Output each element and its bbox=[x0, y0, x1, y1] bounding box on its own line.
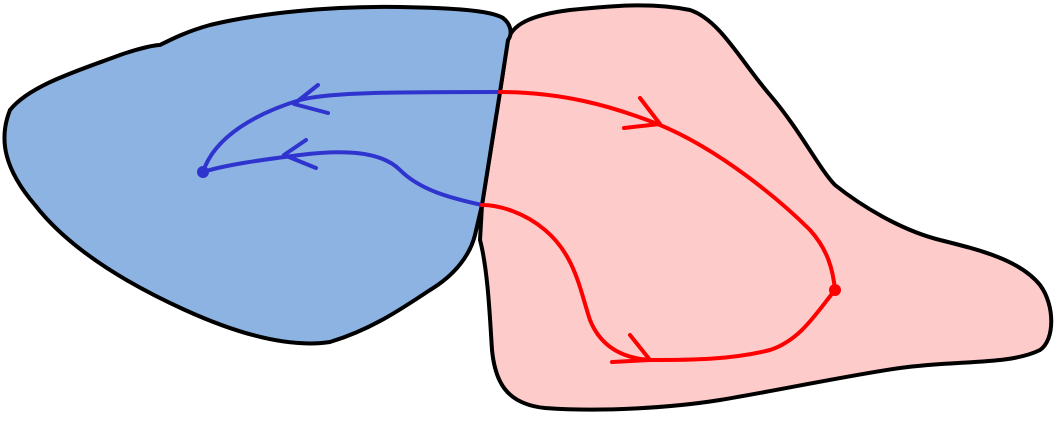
blue-arrow-lower-head bbox=[282, 138, 318, 170]
left-region bbox=[2, 4, 513, 346]
blue-path-lower bbox=[201, 150, 484, 207]
blue-node bbox=[197, 166, 209, 178]
blue-arrow-upper-head bbox=[292, 83, 330, 115]
red-path-lower bbox=[480, 203, 837, 363]
blue-path-upper bbox=[201, 90, 502, 174]
red-path-upper bbox=[498, 90, 837, 292]
right-region bbox=[478, 3, 1054, 412]
red-node bbox=[829, 284, 841, 296]
red-arrow-lower-head bbox=[610, 333, 652, 364]
red-arrow-upper-head bbox=[622, 96, 662, 130]
